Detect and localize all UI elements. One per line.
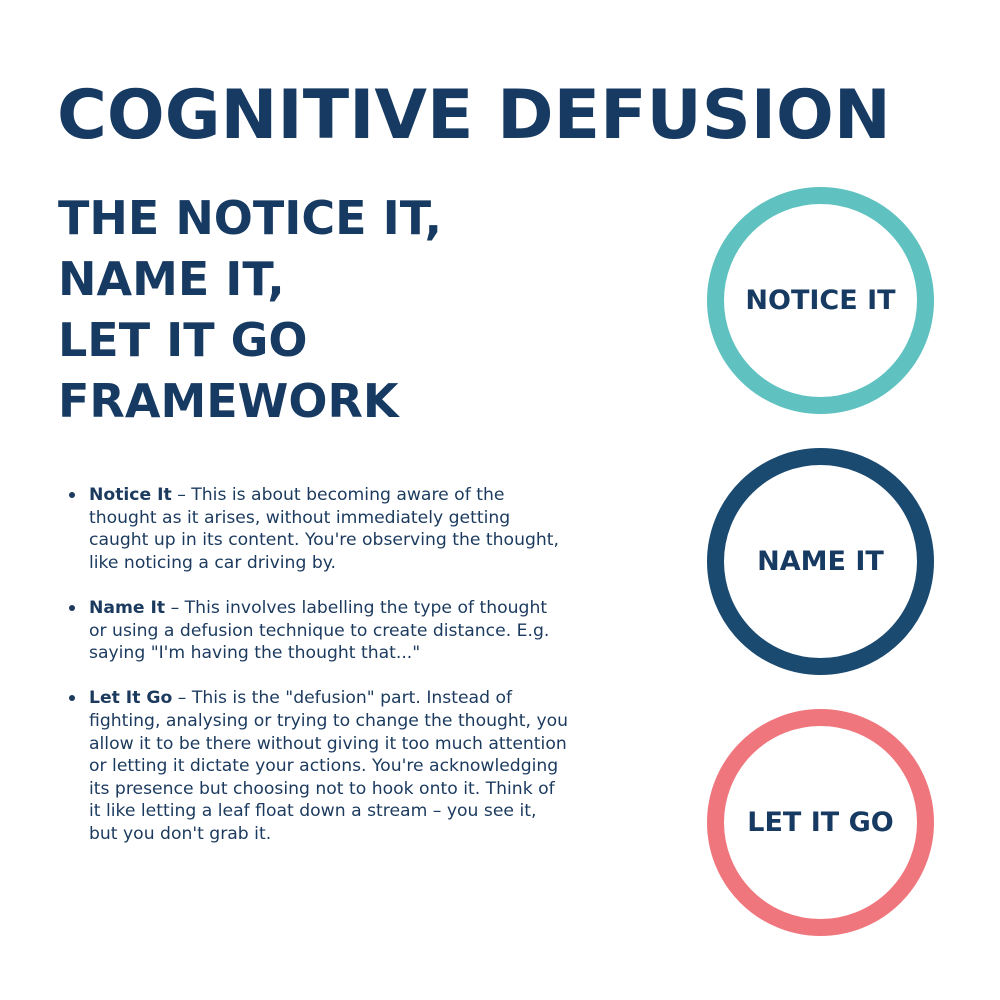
- bullet-notice-it: Notice It – This is about becoming aware…: [69, 484, 569, 574]
- bullet-dot-icon: [69, 604, 75, 611]
- subtitle-line: NAME IT,: [58, 252, 285, 306]
- bullet-text: – This is about becoming aware of the th…: [89, 485, 559, 573]
- subtitle-line: THE NOTICE IT,: [58, 191, 443, 245]
- bullet-let-it-go: Let It Go – This is the "defusion" part.…: [69, 687, 569, 845]
- circle-label: LET IT GO: [747, 807, 894, 838]
- bullet-name-it: Name It – This involves labelling the ty…: [69, 597, 569, 665]
- page-subtitle: THE NOTICE IT, NAME IT, LET IT GO FRAMEW…: [58, 188, 442, 432]
- bullet-text: – This involves labelling the type of th…: [89, 597, 550, 664]
- name-it-circle: NAME IT: [707, 448, 934, 675]
- circle-label: NAME IT: [757, 546, 884, 577]
- circle-label: NOTICE IT: [745, 285, 896, 316]
- bullet-term: Name It: [89, 597, 166, 618]
- page-title: COGNITIVE DEFUSION: [57, 76, 891, 155]
- let-it-go-circle: LET IT GO: [707, 709, 934, 936]
- subtitle-line: LET IT GO: [58, 313, 308, 367]
- bullet-dot-icon: [69, 492, 75, 498]
- bullet-term: Notice It: [89, 485, 172, 505]
- bullet-text: – This is the "defusion" part. Instead o…: [89, 688, 569, 844]
- bullet-dot-icon: [69, 695, 75, 702]
- notice-it-circle: NOTICE IT: [707, 187, 934, 414]
- subtitle-line: FRAMEWORK: [58, 374, 399, 428]
- framework-bullet-list: Notice It – This is about becoming aware…: [69, 484, 569, 868]
- bullet-term: Let It Go: [89, 688, 173, 709]
